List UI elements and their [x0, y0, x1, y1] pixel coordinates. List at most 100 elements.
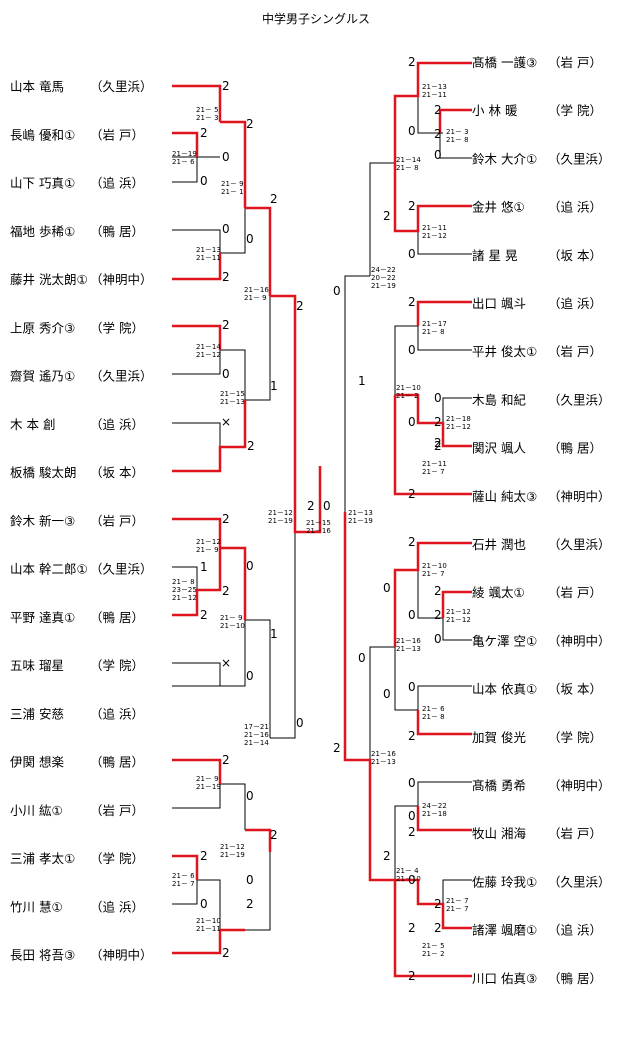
winner-line [393, 61, 472, 163]
result-mark: 2 [383, 209, 391, 223]
result-mark: 0 [408, 873, 416, 887]
left-player-school: （追 浜） [90, 417, 144, 432]
score-line: 21－12 [446, 423, 471, 431]
right-player-school: （追 浜） [548, 200, 602, 215]
right-player-school: （岩 戸） [548, 344, 602, 359]
left-player-name: 木 本 創 [10, 417, 55, 432]
bracket-line [417, 231, 472, 255]
result-mark: 2 [333, 741, 341, 755]
result-mark: 2 [408, 729, 416, 743]
left-player-school: （学 院） [90, 320, 144, 335]
score-line: 21－ 8 [446, 136, 469, 144]
winner-line [245, 828, 272, 852]
score-line: 21－15 [220, 390, 245, 398]
score-line: 21－17 [422, 320, 447, 328]
result-mark: 0 [246, 559, 254, 573]
right-player-name: 小 林 暖 [472, 103, 518, 118]
left-player-school: （学 院） [90, 851, 144, 866]
winner-line [395, 393, 472, 448]
winner-line [172, 131, 199, 157]
right-player-name: 石井 潤也 [472, 537, 526, 552]
left-player-name: 山本 竜馬 [10, 79, 64, 94]
winner-line [393, 395, 472, 496]
score-line: 21－ 4 [396, 867, 419, 875]
score-line: 21－12 [422, 232, 447, 240]
score-line: 21－ 6 [422, 705, 445, 713]
result-mark: 0 [408, 415, 416, 429]
right-player-name: 亀ケ澤 空① [472, 633, 537, 648]
result-mark: 0 [246, 669, 254, 683]
right-player-name: 牧山 湘海 [472, 826, 526, 841]
result-mark: 0 [222, 222, 230, 236]
left-player-school: （久里浜） [90, 369, 153, 384]
result-mark: 0 [408, 343, 416, 357]
winner-line [395, 878, 472, 930]
left-player-school: （追 浜） [90, 706, 144, 721]
right-player-name: 髙橋 一護③ [472, 55, 537, 70]
bracket-line [439, 133, 472, 159]
bracket-line [172, 662, 221, 687]
left-player-school: （岩 戸） [90, 513, 144, 528]
score-line: 21－10 [396, 875, 421, 883]
score-line: 21－ 8 [422, 328, 445, 336]
result-mark: 0 [222, 367, 230, 381]
result-mark: 2 [408, 535, 416, 549]
left-player-name: 福地 歩稀① [10, 224, 75, 239]
bracket-line [172, 229, 221, 253]
score-line: 21－ 7 [446, 897, 469, 905]
score-line: 21－ 5 [422, 942, 445, 950]
result-mark: 1 [270, 379, 278, 393]
result-mark: × [221, 656, 231, 670]
right-player-name: 鈴木 大介① [472, 151, 537, 166]
score-line: 21－19 [268, 517, 293, 525]
winner-line [172, 928, 245, 955]
winner-line [270, 294, 322, 534]
final-right-result: 0 [323, 499, 331, 513]
right-player-school: （坂 本） [548, 682, 602, 697]
score-line: 24－22 [371, 266, 396, 274]
score-line: 21－14 [244, 739, 269, 747]
winner-line [172, 854, 199, 880]
bracket-line [369, 162, 395, 276]
bracket-line [442, 397, 472, 423]
left-player-name: 五味 瑠星 [10, 658, 64, 673]
left-player-name: 長田 将吾③ [10, 948, 75, 963]
left-player-name: 山本 幹二郎① [10, 562, 88, 577]
result-mark: 0 [383, 581, 391, 595]
result-mark: 0 [246, 232, 254, 246]
score-line: 21－12 [196, 351, 221, 359]
score-line: 21－11 [422, 91, 447, 99]
score-line: 21－14 [196, 343, 221, 351]
result-mark: 1 [200, 560, 208, 574]
result-mark: 0 [200, 174, 208, 188]
score-line: 21－ 7 [172, 880, 195, 888]
left-player-school: （岩 戸） [90, 127, 144, 142]
right-player-school: （神明中） [548, 633, 611, 648]
right-player-name: 木島 和紀 [472, 392, 526, 407]
result-mark: 2 [408, 295, 416, 309]
result-mark: 0 [200, 897, 208, 911]
bracket-line [245, 852, 271, 931]
left-player-name: 鈴木 新一③ [10, 513, 75, 528]
bracket-line [172, 350, 221, 375]
right-player-name: 諸澤 颯磨① [472, 923, 537, 938]
score-line: 17－21 [244, 723, 269, 731]
winner-line [416, 806, 472, 832]
score-line: 21－12 [446, 608, 471, 616]
bracket-line [417, 326, 472, 351]
score-line: 21－18 [446, 415, 471, 423]
bracket-line [172, 880, 198, 905]
result-mark: 1 [270, 627, 278, 641]
score-line: 21－10 [422, 562, 447, 570]
left-player-name: 藤井 洸太朗① [10, 272, 88, 287]
result-mark: 0 [408, 776, 416, 790]
result-mark: 2 [434, 921, 442, 935]
left-player-school: （追 浜） [90, 176, 144, 191]
score-line: 21－12 [196, 538, 221, 546]
score-line: 21－19 [172, 150, 197, 158]
bracket-lines [172, 96, 472, 931]
score-line: 21－12 [172, 594, 197, 602]
left-player-school: （久里浜） [90, 562, 153, 577]
result-mark: 0 [296, 716, 304, 730]
right-player-school: （久里浜） [548, 392, 611, 407]
